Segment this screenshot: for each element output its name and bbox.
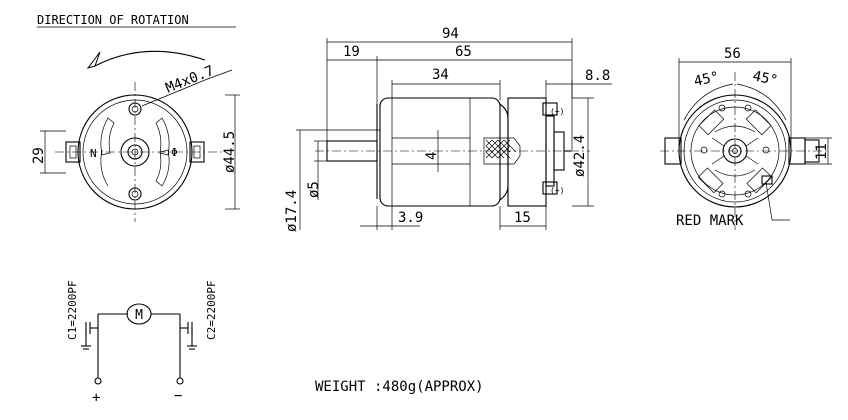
front-view: N Φ (55, 82, 225, 222)
dim-42-4: ø42.4 (572, 135, 588, 177)
motor-symbol: M (135, 308, 143, 323)
dim-29: 29 (31, 147, 47, 164)
dim-56: 56 (724, 46, 741, 62)
dim-3-9: 3.9 (398, 210, 423, 226)
dim-19: 19 (343, 44, 360, 60)
thread-leader (141, 79, 206, 107)
angle-left: 45° (693, 69, 721, 90)
dim-4: 4 (424, 152, 440, 160)
red-mark-leader (765, 181, 773, 221)
angle-arc-left (683, 83, 734, 121)
side-view: (+) (+) (315, 97, 590, 207)
dim-44-5: ø44.5 (222, 131, 238, 173)
minus-terminal: − (174, 388, 182, 404)
plus-terminal: + (92, 390, 100, 406)
svg-text:(+): (+) (550, 186, 564, 195)
rotation-arrow-head (86, 51, 101, 69)
svg-text:N: N (90, 147, 97, 160)
dim-15: 15 (514, 210, 531, 226)
dim-17-4: ø17.4 (284, 190, 300, 232)
dim-8-8: 8.8 (585, 68, 610, 84)
rear-view (660, 72, 830, 230)
angle-right: 45° (751, 68, 779, 89)
dim-34: 34 (432, 67, 449, 83)
rotation-title: DIRECTION OF ROTATION (37, 13, 189, 27)
dim-5: ø5 (306, 181, 322, 198)
weight-label: WEIGHT :480g(APPROX) (315, 379, 484, 395)
svg-text:(+): (+) (550, 107, 564, 116)
c1-label: C1=2200PF (66, 280, 79, 340)
c2-label: C2=2200PF (205, 280, 218, 340)
red-mark-label: RED MARK (676, 213, 744, 229)
rotation-arrow (94, 50, 206, 67)
svg-text:Φ: Φ (171, 146, 178, 159)
angle-arc-right (736, 83, 787, 121)
dim-94: 94 (442, 26, 459, 42)
circuit-diagram (81, 303, 197, 385)
dim-11: 11 (814, 143, 830, 160)
dim-65: 65 (455, 44, 472, 60)
thread-label: M4x0.7 (164, 63, 217, 97)
